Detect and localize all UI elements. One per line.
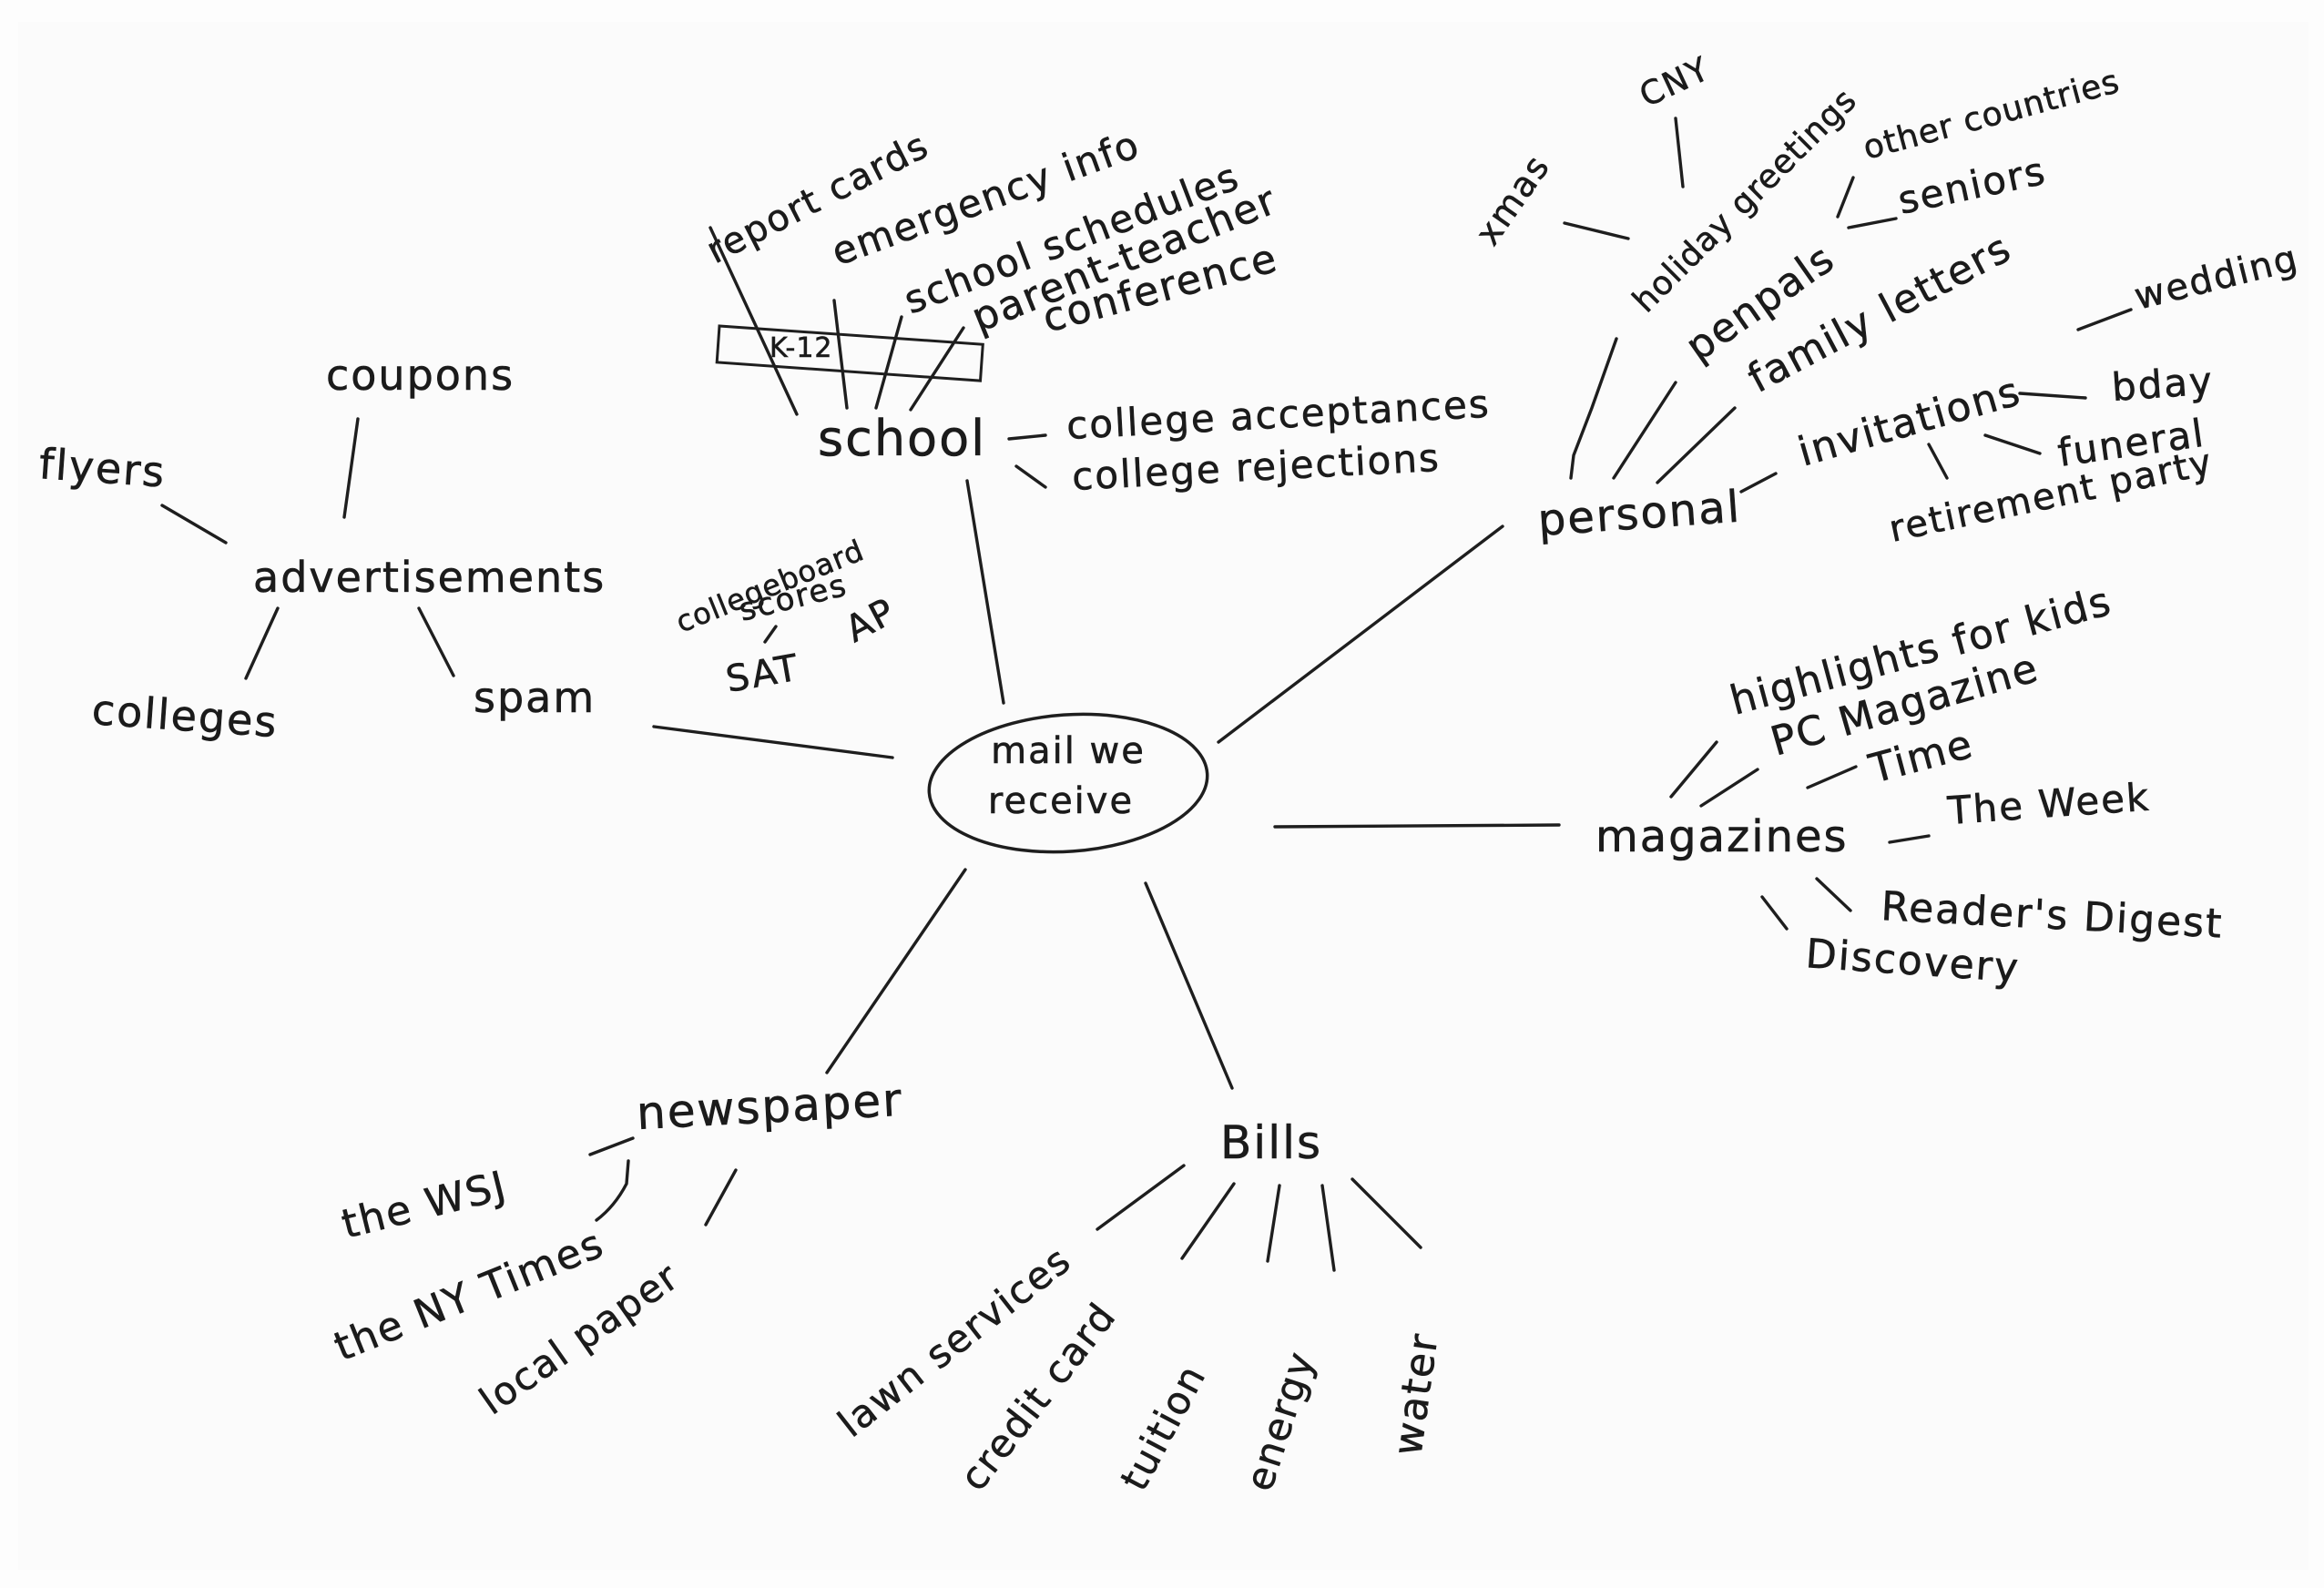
school-cluster: school report cards emergency info schoo… xyxy=(670,121,1492,701)
invitations-label: invitations xyxy=(1793,368,2026,475)
paper-sheet xyxy=(18,22,2309,1570)
personal-label: personal xyxy=(1536,482,1743,546)
connector-personal-penpals xyxy=(1612,381,1677,480)
connector-ads-flyers xyxy=(160,504,228,545)
the-week-label: The Week xyxy=(1945,775,2151,833)
connector-penpals-other xyxy=(1836,176,1855,219)
readers-digest-label: Reader's Digest xyxy=(1880,883,2224,948)
connector-personal-family xyxy=(1656,406,1737,484)
connector-ads-colleges xyxy=(244,606,280,680)
connector-mag-readers xyxy=(1815,877,1852,912)
k12-label: K-12 xyxy=(770,332,833,364)
connector-school-schedules xyxy=(874,315,903,410)
connector-personal-holiday xyxy=(1569,337,1618,480)
bills-cluster: Bills lawn services credit card tuition … xyxy=(830,1116,1448,1500)
personal-cluster: personal holiday greetings xmas CNY penp… xyxy=(1467,50,2303,551)
xmas-label: xmas xyxy=(1467,147,1557,252)
k12-frame xyxy=(715,324,984,382)
connector-holiday-cny xyxy=(1674,117,1685,188)
coupons-label: coupons xyxy=(326,351,515,400)
connector-bills-lawn xyxy=(1096,1164,1186,1231)
center-label-line2: receive xyxy=(988,780,1134,822)
other-countries-label: other countries xyxy=(1860,63,2124,168)
bills-label: Bills xyxy=(1220,1116,1322,1169)
connector-invitations-retirement xyxy=(1927,443,1949,480)
cny-label: CNY xyxy=(1634,50,1716,115)
sat-label: SAT xyxy=(723,647,803,701)
main-connectors xyxy=(652,479,1561,1090)
connector-news-local xyxy=(704,1168,738,1227)
connector-bills-water xyxy=(1351,1177,1422,1249)
connector-mag-highlights xyxy=(1669,740,1718,799)
advertisements-label: advertisements xyxy=(253,553,606,602)
connector-school-collegeboard xyxy=(763,625,778,644)
connector-center-personal xyxy=(1217,524,1504,744)
center-node: mail we receive xyxy=(927,712,1209,854)
wsj-label: the WSJ xyxy=(337,1163,511,1248)
connector-center-spam xyxy=(652,725,894,759)
connector-bills-credit xyxy=(1180,1182,1236,1260)
connector-news-nytimes xyxy=(595,1159,630,1222)
connector-ads-spam xyxy=(417,606,455,677)
connector-bills-tuition xyxy=(1266,1184,1281,1263)
energy-label: energy xyxy=(1237,1345,1324,1496)
connector-mag-week xyxy=(1888,834,1931,844)
k12-box: K-12 xyxy=(715,324,984,382)
connector-personal-invitations xyxy=(1739,472,1778,494)
connector-school-rejections xyxy=(1014,464,1047,489)
connector-center-school xyxy=(965,479,1005,705)
connector-mag-time xyxy=(1806,765,1858,789)
water-label: water xyxy=(1384,1329,1447,1458)
bday-label: bday xyxy=(2110,358,2215,410)
magazines-label: magazines xyxy=(1595,811,1849,862)
connector-news-wsj xyxy=(588,1136,635,1156)
colleges-label: colleges xyxy=(90,685,280,747)
connector-invitations-funeral xyxy=(1983,433,2042,455)
wedding-label: wedding xyxy=(2130,238,2303,319)
spam-label: spam xyxy=(474,673,596,722)
flyers-label: flyers xyxy=(37,439,168,497)
connector-school-acceptances xyxy=(1007,433,1047,441)
connector-school-parent-teacher xyxy=(909,326,965,412)
connector-holiday-xmas xyxy=(1563,221,1630,240)
seniors-label: seniors xyxy=(1894,148,2050,223)
discovery-label: Discovery xyxy=(1804,931,2021,992)
school-label: school xyxy=(818,410,986,467)
connector-center-newspaper xyxy=(825,868,967,1074)
advertisements-cluster: advertisements coupons flyers colleges s… xyxy=(37,351,606,748)
connector-invitations-bday xyxy=(2018,392,2087,400)
center-oval xyxy=(927,712,1209,854)
connector-ads-coupons xyxy=(342,417,360,519)
connector-school-report-cards xyxy=(708,226,799,416)
tuition-label: tuition xyxy=(1112,1357,1215,1498)
center-label-line1: mail we xyxy=(991,730,1146,772)
newspaper-label: newspaper xyxy=(636,1074,904,1140)
magazines-cluster: magazines highlights for kids PC Magazin… xyxy=(1595,577,2225,992)
connector-center-bills xyxy=(1144,881,1234,1090)
connector-penpals-seniors xyxy=(1847,217,1898,229)
connector-center-magazines xyxy=(1273,823,1561,829)
connector-mag-discovery xyxy=(1760,895,1789,931)
newspaper-cluster: newspaper the WSJ the NY Times local pap… xyxy=(328,1073,905,1423)
connector-school-emergency xyxy=(832,299,849,410)
connector-mag-pc xyxy=(1699,768,1759,808)
connector-invitations-wedding xyxy=(2076,308,2133,331)
connector-bills-energy xyxy=(1320,1184,1336,1272)
